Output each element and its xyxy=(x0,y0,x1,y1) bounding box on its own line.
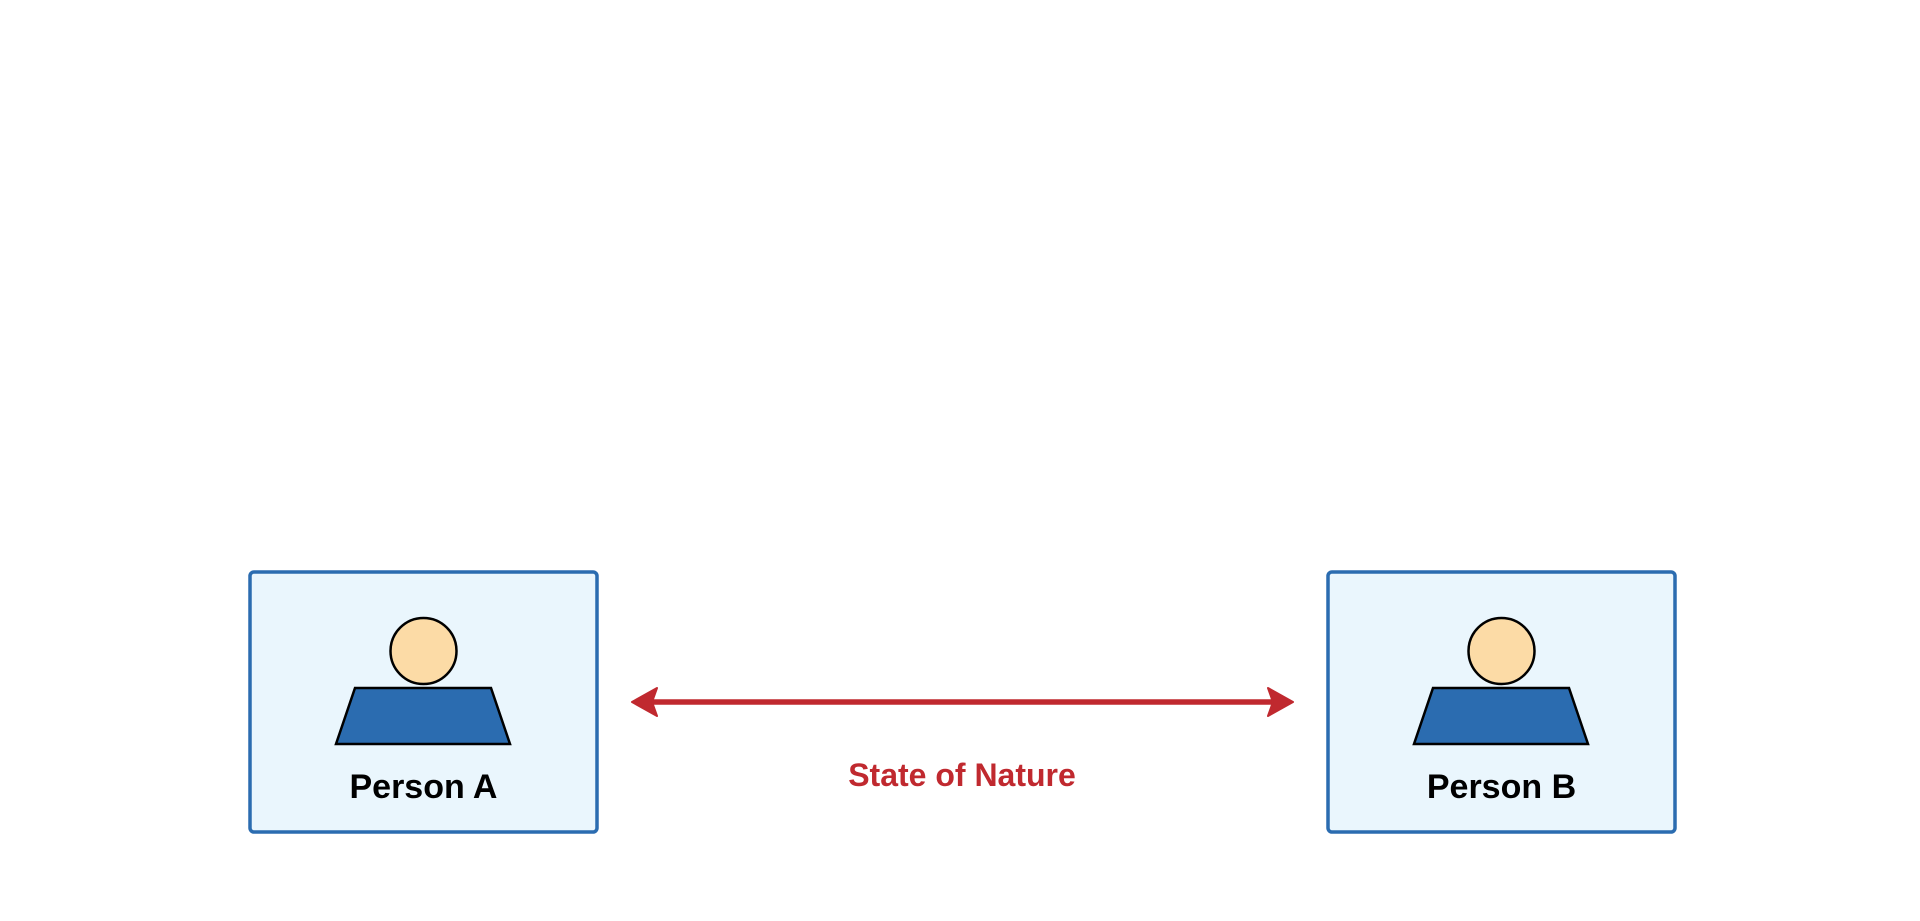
person-b-head xyxy=(1467,616,1536,686)
arrow-head-left xyxy=(631,687,658,717)
person-b-body xyxy=(1412,686,1590,746)
person-b-node: Person B xyxy=(1326,570,1677,834)
person-icon xyxy=(334,616,512,746)
arrow-head-right xyxy=(1267,687,1294,717)
relation-label: State of Nature xyxy=(848,757,1076,793)
person-a-node: Person A xyxy=(248,570,599,834)
person-a-body xyxy=(334,686,512,746)
person-icon xyxy=(1412,616,1590,746)
bidirectional-arrow xyxy=(631,687,1294,717)
person-a-label: Person A xyxy=(349,768,497,806)
person-a-head xyxy=(389,616,458,686)
person-b-label: Person B xyxy=(1427,768,1576,806)
